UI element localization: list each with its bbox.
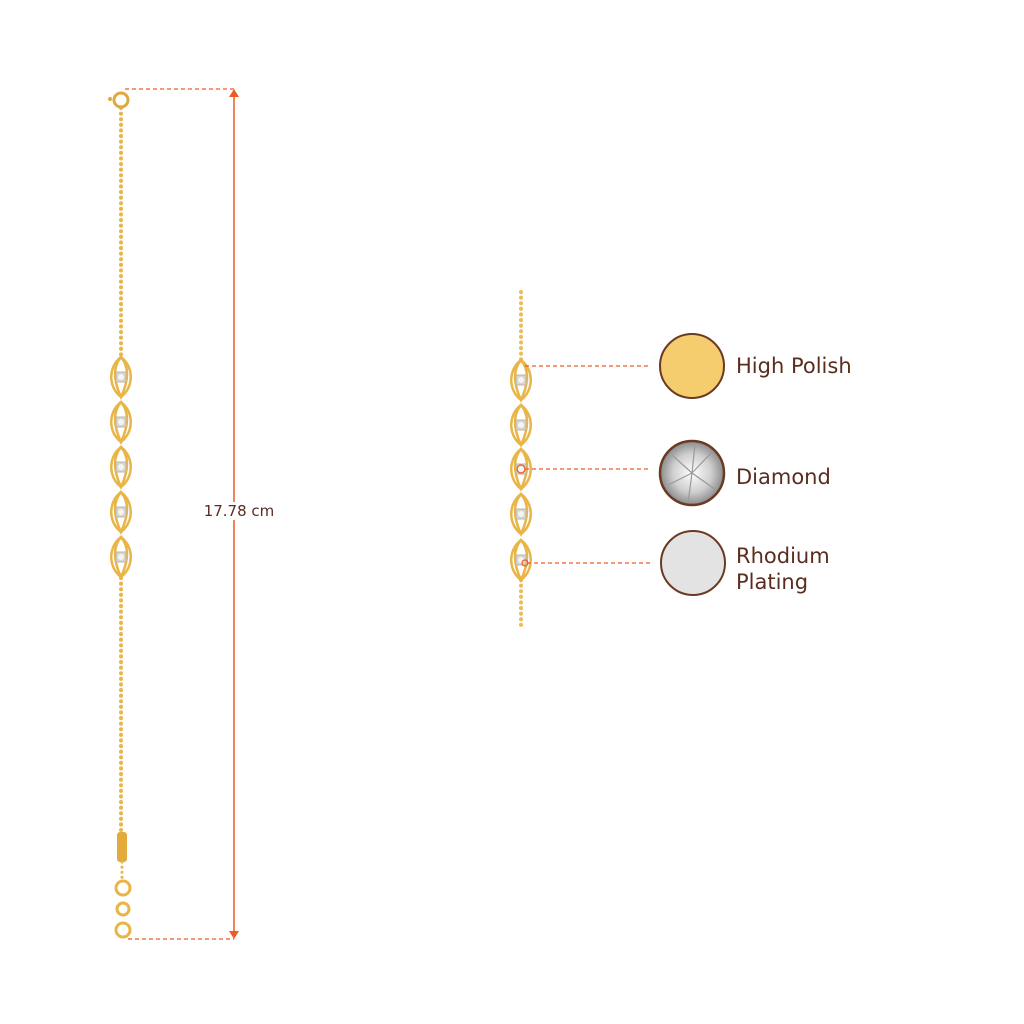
high-polish-swatch [659,333,725,399]
spring-clasp [112,91,130,109]
legend-diamond: Diamond [736,465,831,489]
legend-rhodium-line2: Plating [736,570,809,594]
legend-rhodium-plating: Rhodium Plating [736,543,830,595]
legend-high-polish: High Polish [736,354,852,378]
full-bracelet [108,91,132,939]
legend-rhodium-line1: Rhodium [736,544,830,568]
tag-tube [117,832,127,862]
rhodium-swatch [660,530,726,596]
length-label: 17.78 cm [196,502,282,520]
diamond-swatch [658,439,726,507]
bracelet-detail [510,290,652,627]
